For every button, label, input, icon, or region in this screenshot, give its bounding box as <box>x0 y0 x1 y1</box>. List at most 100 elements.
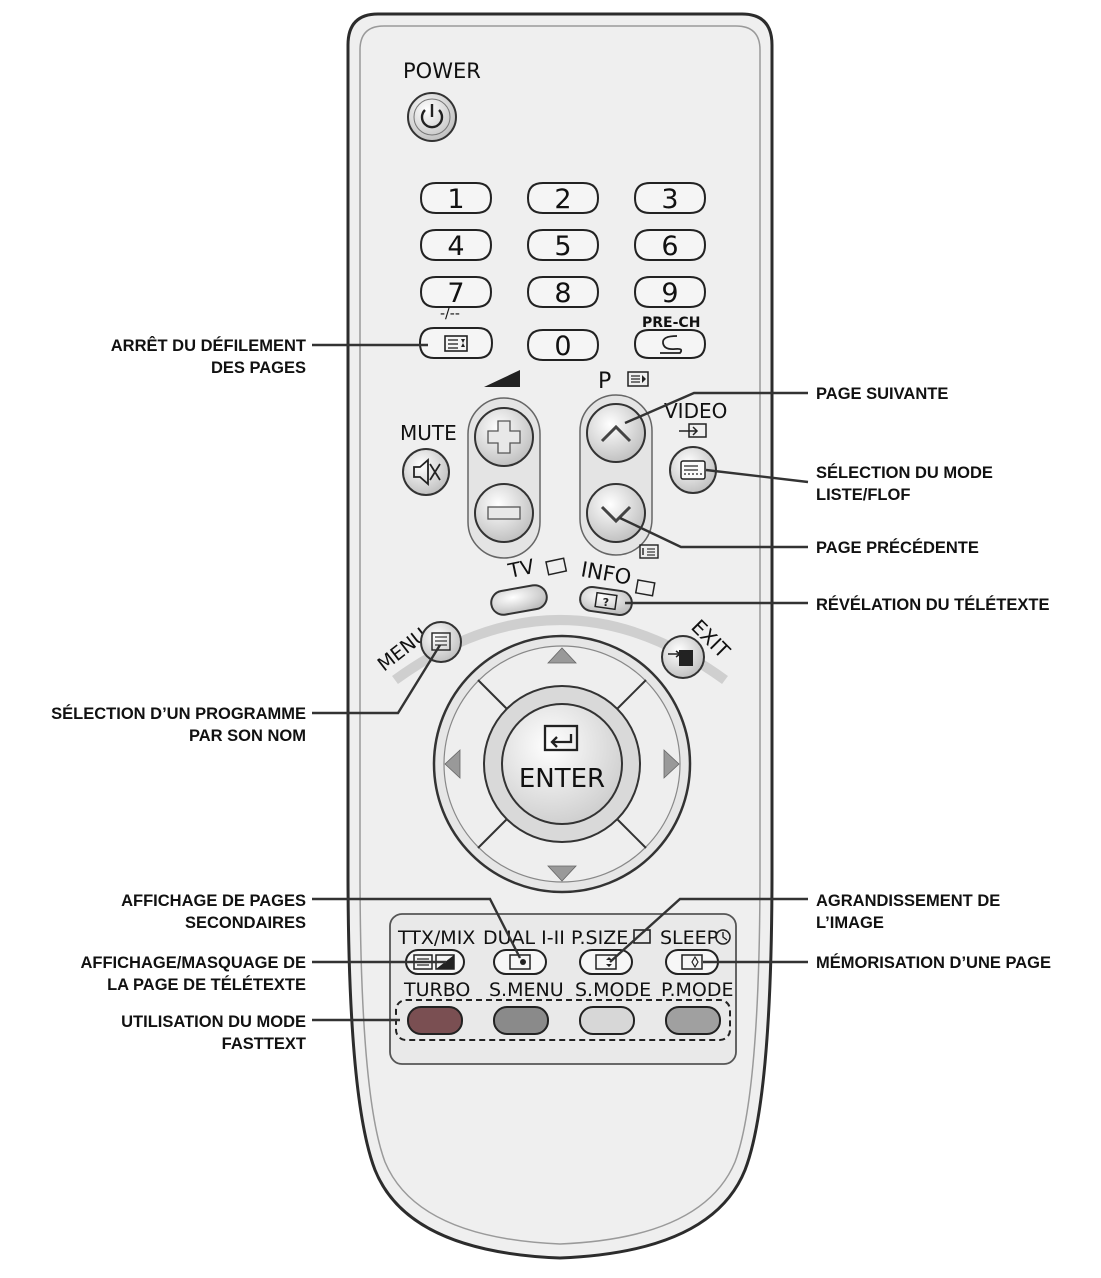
plus-icon <box>487 420 521 454</box>
psize-button[interactable] <box>579 949 633 975</box>
sleep-icon <box>715 929 731 945</box>
volume-down-button[interactable] <box>474 483 534 543</box>
volume-icon <box>484 370 520 387</box>
video-label: VIDEO <box>664 399 727 423</box>
prech-button[interactable] <box>633 329 707 359</box>
callout-reveal: RÉVÉLATION DU TÉLÉTEXTE <box>816 595 1049 614</box>
dpad-up-button[interactable] <box>547 647 577 664</box>
enter-button[interactable]: ENTER <box>483 685 641 843</box>
digit-label: 3 <box>661 184 678 215</box>
mute-icon <box>413 458 429 486</box>
psize-icon <box>633 929 651 944</box>
minus-icon <box>487 506 521 520</box>
digit-5-button[interactable]: 5 <box>526 229 600 262</box>
digit-label: 4 <box>447 231 464 262</box>
digit-8-button[interactable]: 8 <box>526 276 600 309</box>
chevron-up-icon <box>600 424 632 443</box>
mute-label: MUTE <box>400 421 457 445</box>
digit-6-button[interactable]: 6 <box>633 229 707 262</box>
remote-inner-outline <box>359 25 761 1245</box>
size-icon <box>595 954 617 970</box>
info-screen-icon <box>634 579 656 597</box>
subpage-button-icon <box>509 954 531 970</box>
channel-label: P <box>598 369 611 394</box>
digit-3-button[interactable]: 3 <box>633 182 707 215</box>
exit-icon <box>679 650 693 666</box>
chevron-down-icon <box>600 505 632 524</box>
dpad-down-button[interactable] <box>547 865 577 882</box>
source-icon <box>679 423 707 438</box>
leader-lines <box>312 343 809 1022</box>
dpad-left-button[interactable] <box>444 749 461 779</box>
prech-icon <box>660 335 683 354</box>
callout-page-up: PAGE SUIVANTE <box>816 385 948 403</box>
digit-label: 7 <box>447 278 464 309</box>
menu-index-button[interactable] <box>420 621 462 663</box>
dual-subpage-button[interactable] <box>493 949 547 975</box>
index-page-icon <box>431 632 451 651</box>
blue-fasttext-button[interactable] <box>665 1006 721 1035</box>
digit-7-button[interactable]: 7 <box>419 276 493 309</box>
index-icon <box>639 544 659 559</box>
yellow-fasttext-button[interactable] <box>579 1006 635 1035</box>
tv-screen-icon <box>545 557 568 576</box>
power-icon <box>420 109 444 129</box>
turbo-label: TURBO <box>403 979 470 1001</box>
digit-2-button[interactable]: 2 <box>526 182 600 215</box>
dpad-right-button[interactable] <box>663 749 680 779</box>
tv-button[interactable] <box>489 583 548 616</box>
power-label: POWER <box>403 59 481 83</box>
digit-label: 0 <box>554 331 571 362</box>
smode-label: S.MODE <box>575 979 651 1001</box>
power-button[interactable] <box>407 92 457 142</box>
svg-text:?: ? <box>603 596 609 609</box>
digit-label: 1 <box>447 184 464 215</box>
channel-down-button[interactable] <box>586 483 646 543</box>
digit-label: 9 <box>661 278 678 309</box>
callout-store: MÉMORISATION D’UNE PAGE <box>816 953 1051 972</box>
reveal-icon <box>594 591 618 611</box>
digit-4-button[interactable]: 4 <box>419 229 493 262</box>
info-reveal-button[interactable]: ? <box>579 585 634 616</box>
volume-up-button[interactable] <box>474 407 534 467</box>
enter-icon <box>543 724 579 752</box>
channel-up-button[interactable] <box>586 403 646 463</box>
prech-label: PRE-CH <box>642 315 700 331</box>
sleep-label: SLEEP <box>660 927 718 949</box>
mute-button[interactable] <box>402 448 450 496</box>
digit-label: 6 <box>661 231 678 262</box>
digit-1-button[interactable]: 1 <box>419 182 493 215</box>
hold-icon <box>444 335 468 352</box>
digit-label: 2 <box>554 184 571 215</box>
store-icon <box>681 954 703 970</box>
callout-page-down: PAGE PRÉCÉDENTE <box>816 538 979 557</box>
pmode-label: P.MODE <box>661 979 734 1001</box>
green-fasttext-button[interactable] <box>493 1006 549 1035</box>
dash-label: -/-- <box>440 306 460 322</box>
dash-hold-button[interactable] <box>418 327 494 359</box>
video-list-button[interactable] <box>669 446 717 494</box>
number-keypad: 1 2 3 4 5 6 7 8 9 0 <box>419 182 707 362</box>
exit-button[interactable] <box>661 635 705 679</box>
teletext-panel <box>389 913 737 1065</box>
tv-label: TV <box>505 554 537 583</box>
digit-9-button[interactable]: 9 <box>633 276 707 309</box>
psize-label: P.SIZE <box>571 927 628 949</box>
red-fasttext-button[interactable] <box>407 1006 463 1035</box>
digit-label: 5 <box>554 231 571 262</box>
enter-label: ENTER <box>519 764 605 794</box>
subpage-icon <box>627 371 649 387</box>
dual-label: DUAL I-II <box>483 927 565 949</box>
navigation-dpad <box>432 634 692 894</box>
digit-0-button[interactable]: 0 <box>526 329 600 362</box>
digit-label: 8 <box>554 278 571 309</box>
